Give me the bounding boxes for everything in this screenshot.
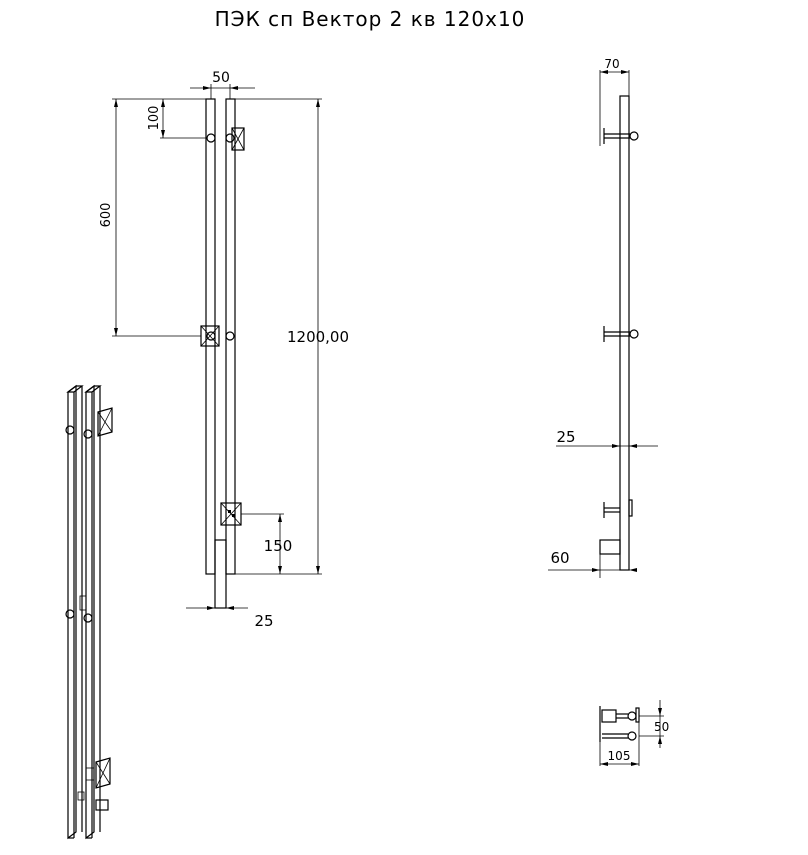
drawing-title: ПЭК сп Вектор 2 кв 120х10 — [215, 7, 526, 31]
side-view: 70 25 60 — [548, 57, 658, 578]
side-pipe — [619, 95, 630, 571]
side-dim-bottom-label: 60 — [550, 549, 569, 567]
detail-dim-height-label: 50 — [654, 720, 669, 734]
side-dim-pipe-label: 25 — [556, 428, 575, 446]
detail-dim-width-label: 105 — [608, 749, 631, 763]
dim-spacing-label: 600 — [99, 203, 114, 228]
dim-top-offset-label: 100 — [147, 106, 162, 131]
dim-bottom-offset-label: 150 — [264, 537, 293, 555]
dim-width-label: 50 — [212, 70, 230, 86]
side-dim-depth-label: 70 — [604, 57, 619, 71]
dim-pipe-label: 25 — [254, 612, 273, 630]
detail-view: 50 105 — [599, 700, 669, 766]
perspective-view — [65, 384, 113, 840]
dim-height-label: 1200,00 — [287, 328, 349, 346]
front-view: 50 100 600 1200,00 150 25 — [99, 70, 349, 630]
